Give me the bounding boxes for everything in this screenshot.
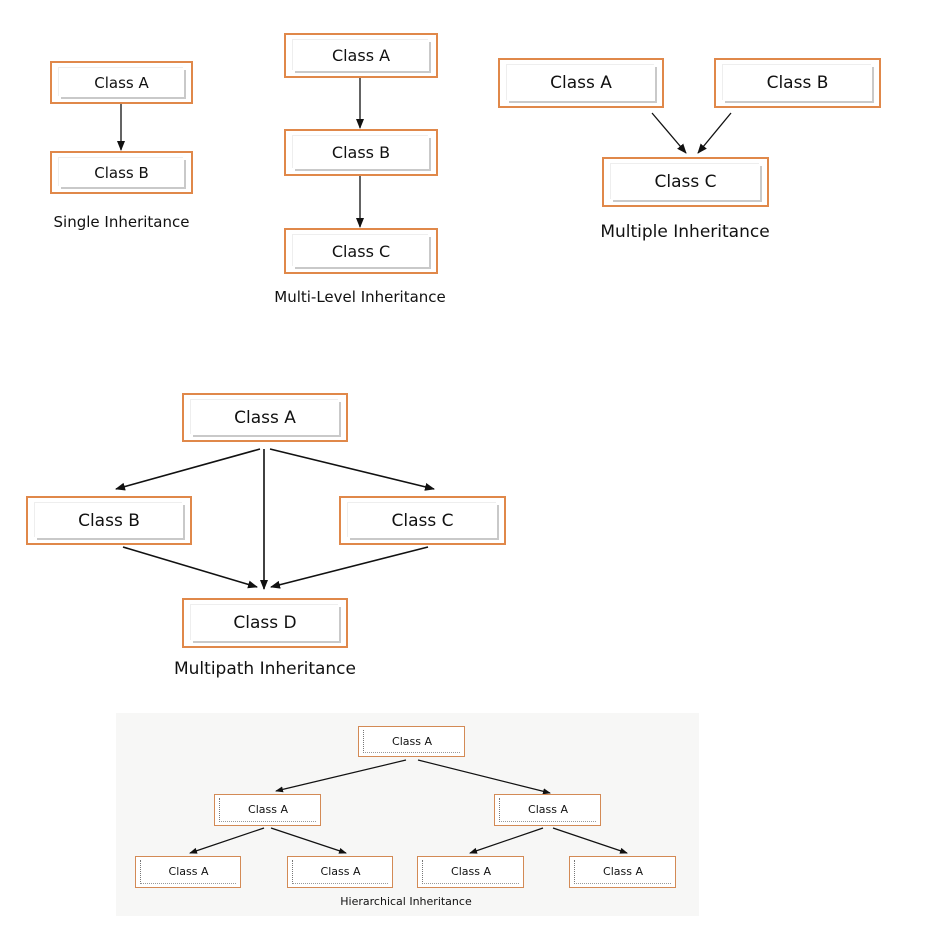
multipath-arrow-b-to-d xyxy=(122,546,258,589)
multilevel-class-b-box: Class B xyxy=(284,129,438,176)
single-class-b-label: Class B xyxy=(59,158,184,187)
hier-mid-left-box: Class A xyxy=(214,794,321,826)
hier-leaf-4-box: Class A xyxy=(569,856,676,888)
hier-arrow-left-to-leaf1 xyxy=(189,827,265,854)
hierarchical-panel: Class A Class A Class A Class A Class A … xyxy=(116,713,699,916)
multiple-class-a-box: Class A xyxy=(498,58,664,108)
multiple-class-a-label: Class A xyxy=(507,65,655,101)
multiple-class-b-box: Class B xyxy=(714,58,881,108)
hier-arrow-right-to-leaf3 xyxy=(469,827,544,854)
multiple-class-c-label: Class C xyxy=(611,164,760,200)
multipath-inheritance-caption: Multipath Inheritance xyxy=(173,659,356,679)
multipath-class-d-box: Class D xyxy=(182,598,348,648)
multipath-class-a-box: Class A xyxy=(182,393,348,442)
multipath-arrow-a-to-b xyxy=(115,448,261,491)
multiple-arrow-b-to-c xyxy=(697,112,732,154)
multiple-arrow-a-to-c xyxy=(651,112,687,154)
hier-arrow-right-to-leaf4 xyxy=(552,827,628,854)
multipath-class-c-box: Class C xyxy=(339,496,506,545)
single-class-a-box: Class A xyxy=(50,61,193,104)
multilevel-class-c-box: Class C xyxy=(284,228,438,274)
hier-leaf-3-label: Class A xyxy=(422,860,519,884)
hierarchical-inheritance-caption: Hierarchical Inheritance xyxy=(340,895,472,908)
hier-leaf-1-label: Class A xyxy=(140,860,236,884)
multiple-inheritance-caption: Multiple Inheritance xyxy=(600,222,770,242)
multipath-class-b-box: Class B xyxy=(26,496,192,545)
hier-root-label: Class A xyxy=(363,730,460,753)
hier-root-box: Class A xyxy=(358,726,465,757)
single-class-b-box: Class B xyxy=(50,151,193,194)
hier-leaf-2-label: Class A xyxy=(292,860,388,884)
hier-mid-right-label: Class A xyxy=(499,798,596,822)
multipath-arrow-a-to-c xyxy=(269,448,435,491)
hier-leaf-2-box: Class A xyxy=(287,856,393,888)
hier-mid-left-label: Class A xyxy=(219,798,316,822)
multipath-arrow-c-to-d xyxy=(270,546,429,589)
multilevel-class-c-label: Class C xyxy=(293,235,429,267)
multilevel-inheritance-caption: Multi-Level Inheritance xyxy=(274,288,446,306)
hierarchical-connector-lines xyxy=(189,759,628,854)
multilevel-class-b-label: Class B xyxy=(293,136,429,169)
single-class-a-label: Class A xyxy=(59,68,184,97)
hier-mid-right-box: Class A xyxy=(494,794,601,826)
multilevel-class-a-box: Class A xyxy=(284,33,438,78)
multiple-class-b-label: Class B xyxy=(723,65,872,101)
hier-arrow-left-to-leaf2 xyxy=(270,827,347,854)
multipath-class-d-label: Class D xyxy=(191,605,339,641)
multipath-class-c-label: Class C xyxy=(348,503,497,538)
hier-arrow-root-to-left xyxy=(275,759,407,793)
hier-leaf-3-box: Class A xyxy=(417,856,524,888)
single-inheritance-caption: Single Inheritance xyxy=(53,213,190,231)
multipath-class-a-label: Class A xyxy=(191,400,339,435)
multipath-class-b-label: Class B xyxy=(35,503,183,538)
hier-arrow-root-to-right xyxy=(417,759,551,795)
hier-leaf-1-box: Class A xyxy=(135,856,241,888)
multiple-class-c-box: Class C xyxy=(602,157,769,207)
multilevel-class-a-label: Class A xyxy=(293,40,429,71)
hier-leaf-4-label: Class A xyxy=(574,860,671,884)
